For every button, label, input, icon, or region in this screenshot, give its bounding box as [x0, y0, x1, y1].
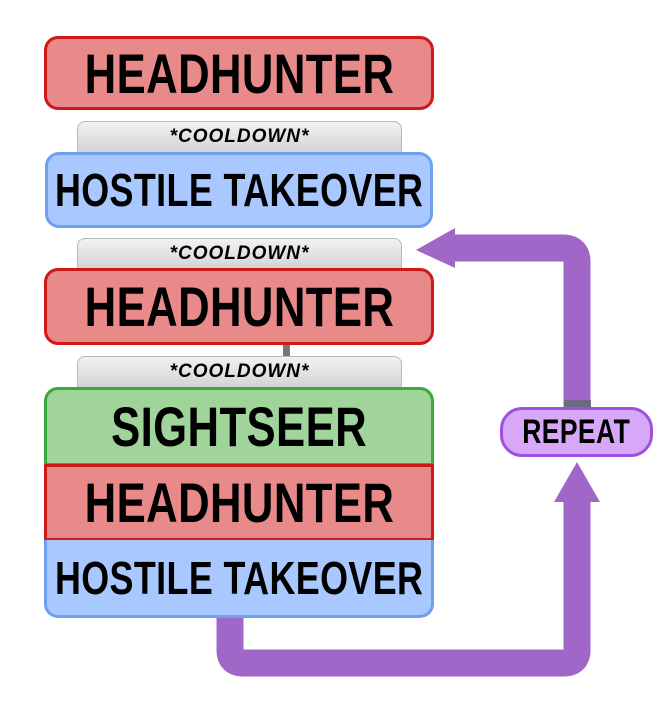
block-label: HEADHUNTER: [84, 275, 394, 338]
cooldown-bar-2: *COOLDOWN*: [77, 238, 402, 268]
return-arrow-bottom: [216, 498, 591, 677]
cooldown-label: *COOLDOWN*: [169, 361, 310, 382]
headhunter-block-2: HEADHUNTER: [44, 268, 434, 345]
block-label: SIGHTSEER: [111, 395, 367, 458]
repeat-label: REPEAT: [522, 412, 631, 451]
headhunter-block-3: HEADHUNTER: [44, 464, 434, 541]
hostile-takeover-block-1: HOSTILE TAKEOVER: [45, 152, 433, 228]
sightseer-block: SIGHTSEER: [44, 387, 434, 466]
connector: [283, 344, 290, 357]
return-arrow-top: [450, 234, 591, 408]
cooldown-bar-3: *COOLDOWN*: [77, 356, 402, 387]
block-label: HOSTILE TAKEOVER: [54, 551, 424, 604]
cooldown-bar-1: *COOLDOWN*: [77, 121, 402, 152]
headhunter-block-1: HEADHUNTER: [44, 36, 434, 110]
block-label: HEADHUNTER: [84, 41, 394, 105]
block-label: HOSTILE TAKEOVER: [54, 164, 424, 216]
repeat-badge: REPEAT: [500, 407, 653, 457]
repeat-connector: [564, 400, 591, 408]
cooldown-label: *COOLDOWN*: [169, 126, 310, 147]
arrowhead-up-icon: [554, 462, 600, 502]
arrowhead-left-icon: [416, 228, 455, 268]
hostile-takeover-block-2: HOSTILE TAKEOVER: [44, 540, 434, 618]
cooldown-label: *COOLDOWN*: [169, 242, 310, 264]
block-label: HEADHUNTER: [84, 471, 394, 534]
